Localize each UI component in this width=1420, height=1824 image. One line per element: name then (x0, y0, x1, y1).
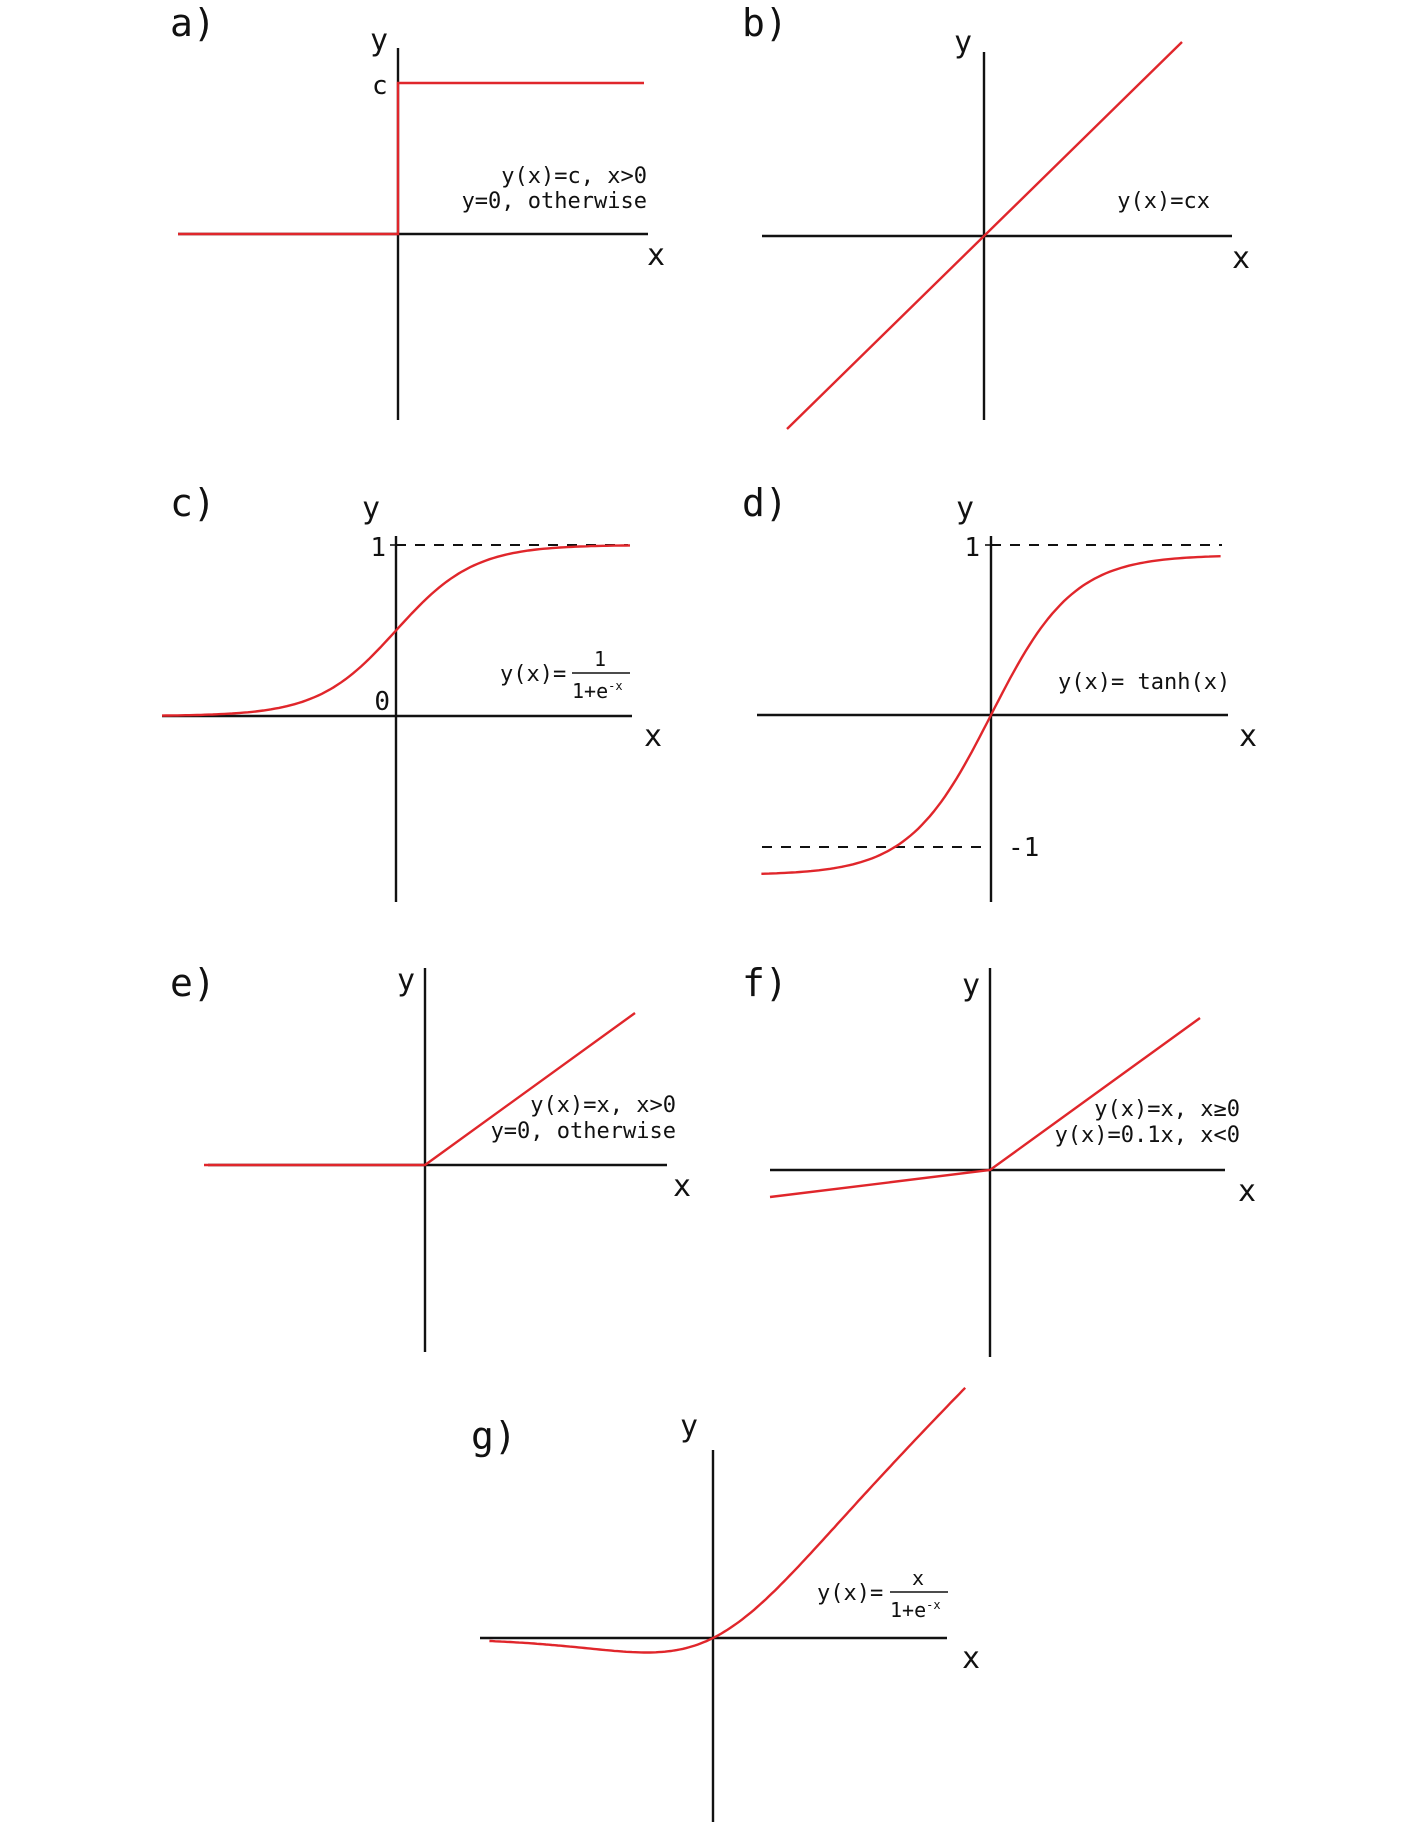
panel-c-formula-denominator: 1+e-x (572, 679, 623, 703)
panel-a-formula-line1: y(x)=c, x>0 (501, 164, 647, 189)
panel-c-y-axis-label: y (362, 491, 380, 526)
panel-f-formula-line1: y(x)=x, x≥0 (1094, 1097, 1240, 1122)
panel-g-x-axis-label: x (962, 1641, 980, 1676)
panel-a-x-axis-label: x (647, 238, 665, 273)
panel-g-label: g) (471, 1414, 517, 1458)
panel-e-y-axis-label: y (397, 963, 415, 998)
panel-c: c) x y 1 0 y(x)= 1 1+e-x (161, 481, 662, 902)
panel-a-formula-line2: y=0, otherwise (462, 189, 647, 214)
panel-a: a) x y c y(x)=c, x>0 y=0, otherwise (170, 1, 665, 420)
panel-c-formula-numerator: 1 (594, 647, 606, 671)
panel-b: b) x y y(x)=cx (742, 1, 1250, 430)
panel-c-den-base: 1+e (572, 679, 608, 703)
panel-b-x-axis-label: x (1232, 241, 1250, 276)
panel-d-formula: y(x)= tanh(x) (1058, 670, 1230, 695)
panel-b-formula: y(x)=cx (1117, 189, 1210, 214)
panel-d-tick-1: 1 (964, 533, 980, 563)
panel-f: f) x y y(x)=x, x≥0 y(x)=0.1x, x<0 (742, 961, 1256, 1357)
panel-e-formula-line2: y=0, otherwise (491, 1119, 676, 1144)
panel-b-label: b) (742, 1, 788, 45)
panel-e-label: e) (170, 961, 216, 1005)
panel-g-formula-lhs: y(x)= (817, 1581, 883, 1606)
panel-d: d) x y 1 -1 y(x)= tanh(x) (742, 481, 1257, 902)
panel-b-linear-curve (786, 41, 1183, 430)
panel-f-x-axis-label: x (1238, 1174, 1256, 1209)
panel-e-formula-line1: y(x)=x, x>0 (530, 1093, 676, 1118)
panel-c-tick-1: 1 (370, 533, 386, 563)
panel-g-den-exp: -x (926, 1598, 940, 1612)
panel-g: g) x y y(x)= x 1+e-x (471, 1386, 980, 1822)
panel-c-formula-lhs: y(x)= (500, 662, 566, 687)
panel-e-relu-curve (204, 1012, 636, 1167)
panel-d-tanh-curve (761, 555, 1221, 875)
panel-f-formula-line2: y(x)=0.1x, x<0 (1055, 1123, 1240, 1148)
panel-d-y-axis-label: y (956, 491, 974, 526)
panel-e: e) x y y(x)=x, x>0 y=0, otherwise (170, 961, 691, 1352)
panel-g-formula-denominator: 1+e-x (890, 1598, 941, 1622)
panel-b-y-axis-label: y (954, 25, 972, 60)
panel-g-formula-numerator: x (912, 1566, 924, 1590)
panel-g-silu-curve (489, 1386, 967, 1654)
panel-c-x-axis-label: x (644, 719, 662, 754)
panel-d-tick-neg1: -1 (1008, 833, 1039, 863)
panel-c-den-exp: -x (608, 679, 622, 693)
panel-d-x-axis-label: x (1239, 719, 1257, 754)
panel-c-label: c) (170, 481, 216, 525)
panel-c-sigmoid-curve (161, 544, 631, 717)
panel-g-y-axis-label: y (680, 1409, 698, 1444)
panel-c-tick-0: 0 (374, 687, 390, 717)
panel-a-tick-c: c (372, 71, 388, 101)
panel-d-label: d) (742, 481, 788, 525)
panel-a-step-curve (178, 81, 644, 236)
panel-f-leaky-relu-curve (769, 1017, 1201, 1199)
panel-a-y-axis-label: y (370, 23, 388, 58)
panel-e-x-axis-label: x (673, 1169, 691, 1204)
panel-g-den-base: 1+e (890, 1598, 926, 1622)
panel-a-label: a) (170, 1, 216, 45)
panel-f-label: f) (742, 961, 788, 1005)
panel-f-y-axis-label: y (962, 968, 980, 1003)
